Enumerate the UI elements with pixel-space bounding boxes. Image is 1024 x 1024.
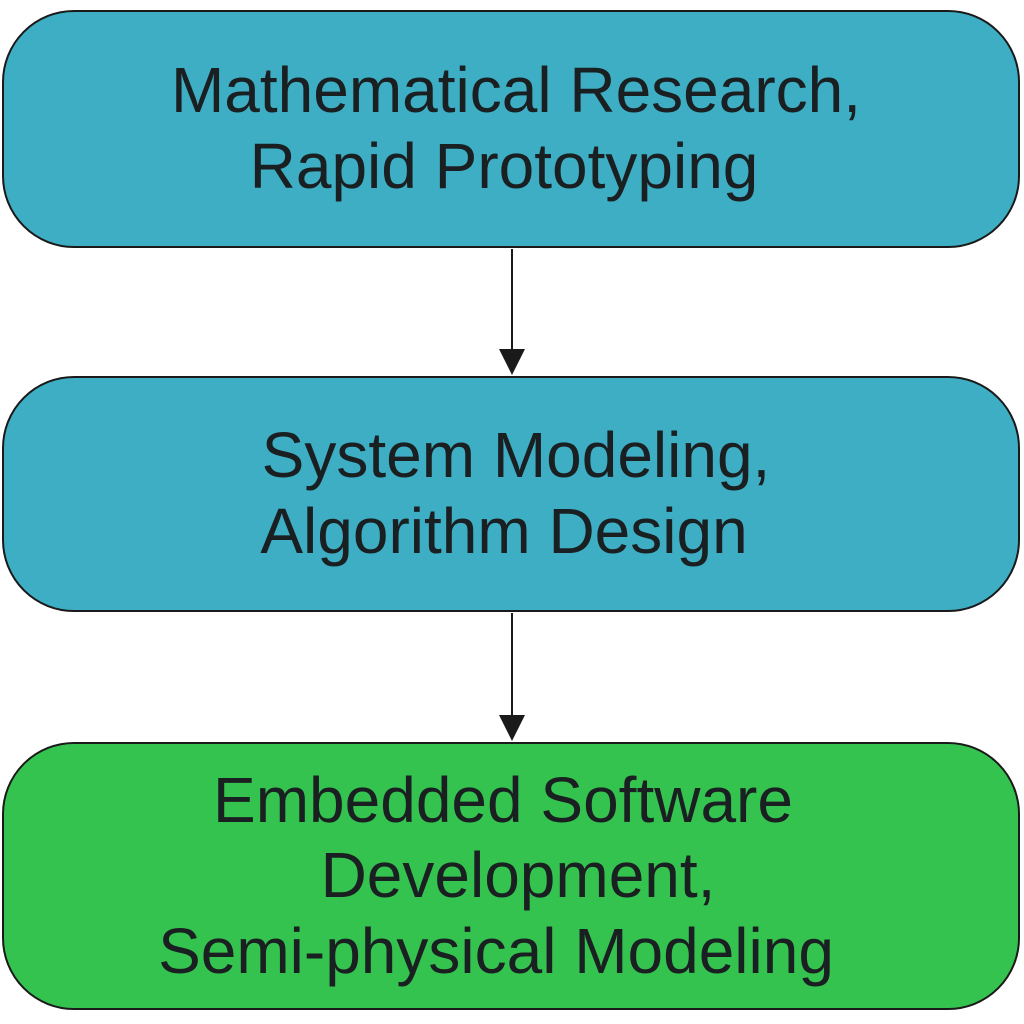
- step-box-1: Mathematical Research, Rapid Prototyping: [2, 10, 1020, 248]
- step-3-line-3: Semi-physical Modeling: [158, 914, 834, 987]
- step-2-line-2: Algorithm Design: [260, 495, 748, 567]
- arrow-2-head: [499, 715, 525, 741]
- arrow-1-head: [499, 349, 525, 375]
- step-1-line-1: Mathematical Research,: [170, 54, 862, 127]
- step-box-2: System Modeling, Algorithm Design: [2, 376, 1020, 612]
- step-3-line-2: Development,: [320, 839, 716, 912]
- step-3-line-1: Embedded Software: [213, 763, 793, 836]
- step-2-line-1: System Modeling,: [261, 419, 771, 492]
- arrow-2: [499, 613, 525, 741]
- arrow-1: [499, 249, 525, 375]
- step-box-3: Embedded Software Development, Semi-phys…: [2, 742, 1020, 1010]
- step-1-line-2: Rapid Prototyping: [249, 130, 759, 202]
